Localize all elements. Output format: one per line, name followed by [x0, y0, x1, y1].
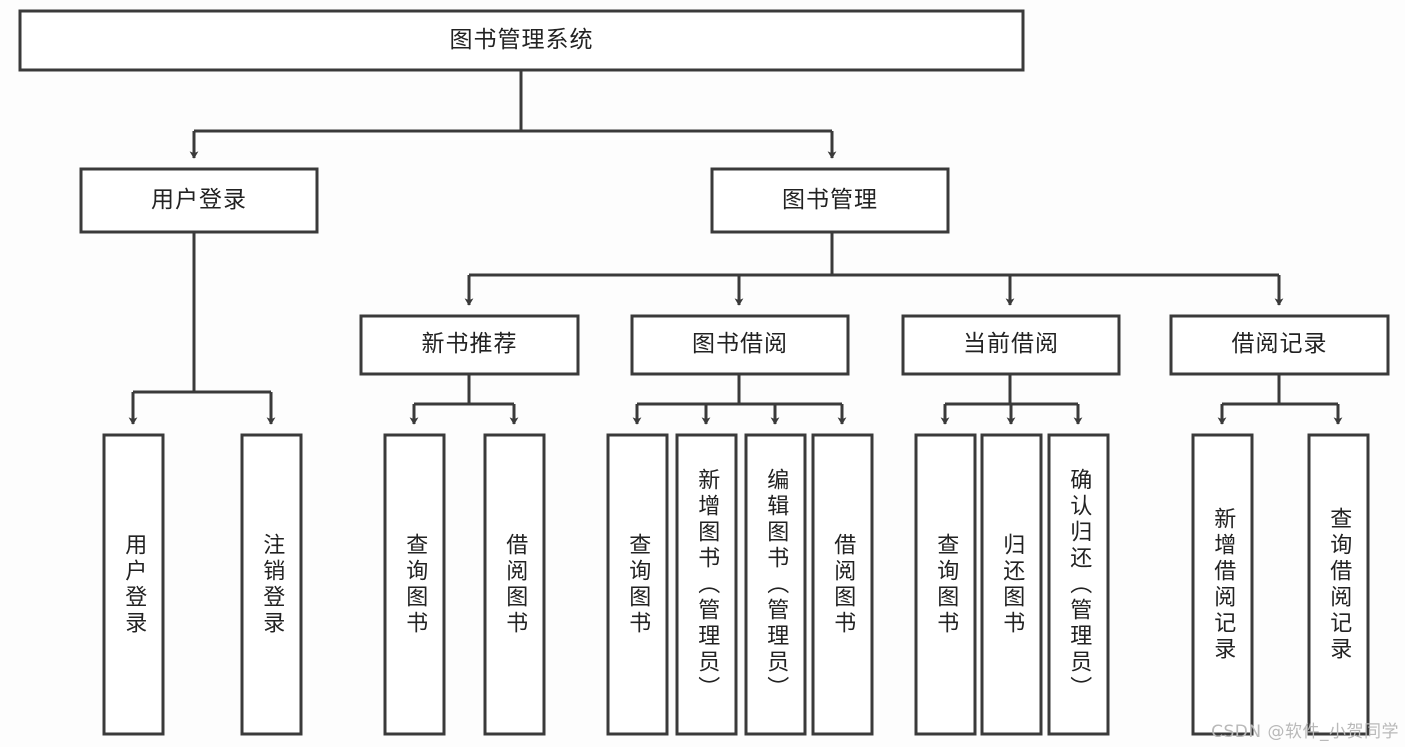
leaf-box-user-login-1[interactable] [240, 433, 303, 736]
leaf-box-current-2[interactable] [1047, 433, 1110, 736]
node-box-root[interactable] [18, 9, 1025, 72]
leaf-box-borrow-0[interactable] [606, 433, 669, 736]
watermark-text: CSDN @软件_小贺同学 [1211, 722, 1399, 742]
leaf-box-current-0[interactable] [914, 433, 977, 736]
connector-recommend-to-leaves [409, 374, 519, 425]
node-box-book-manage[interactable] [710, 167, 950, 234]
node-box-new-recommend[interactable] [359, 314, 580, 376]
leaf-box-borrow-1[interactable] [675, 433, 738, 736]
leaf-box-record-1[interactable] [1307, 433, 1370, 736]
connector-bookmanage-to-level3 [464, 232, 1284, 306]
connector-current-to-leaves [940, 374, 1083, 425]
node-box-user-login[interactable] [79, 167, 319, 234]
connector-root-to-level2 [189, 70, 837, 159]
leaf-box-record-0[interactable] [1191, 433, 1254, 736]
node-box-book-borrow[interactable] [630, 314, 850, 376]
node-box-current-borrow[interactable] [901, 314, 1121, 376]
leaf-box-recommend-0[interactable] [383, 433, 446, 736]
node-box-borrow-record[interactable] [1169, 314, 1390, 376]
connector-userlogin-to-leaves [128, 232, 276, 425]
leaf-box-recommend-1[interactable] [483, 433, 546, 736]
leaf-box-borrow-3[interactable] [811, 433, 874, 736]
connector-borrow-to-leaves [632, 374, 847, 425]
leaf-box-user-login-0[interactable] [102, 433, 165, 736]
leaf-box-borrow-2[interactable] [744, 433, 807, 736]
leaf-box-current-1[interactable] [980, 433, 1043, 736]
connector-record-to-leaves [1217, 374, 1343, 425]
